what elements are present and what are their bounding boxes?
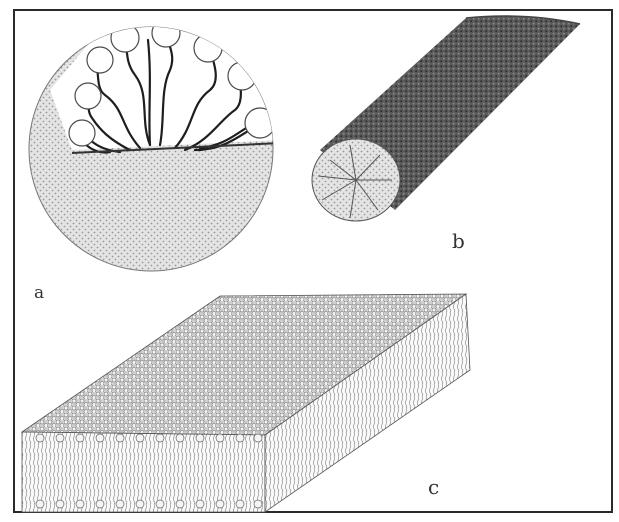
label-a: a (34, 283, 44, 303)
label-c: c (428, 475, 439, 499)
label-b: b (452, 229, 465, 253)
